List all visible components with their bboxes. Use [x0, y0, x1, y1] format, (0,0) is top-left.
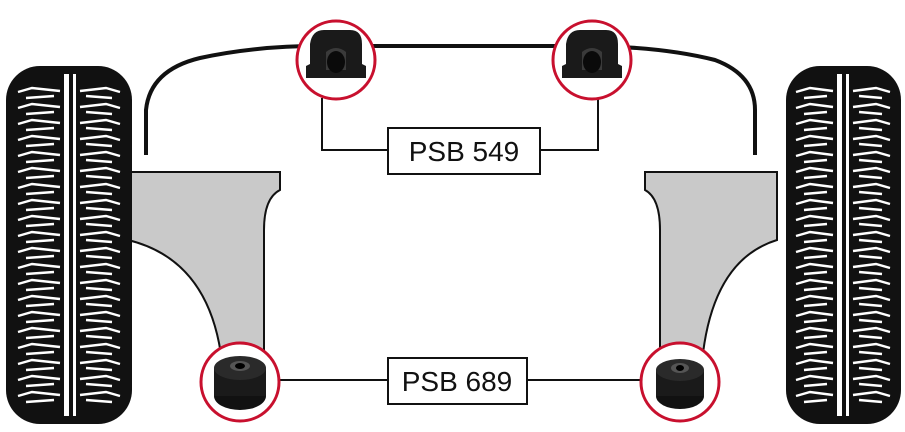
- tyre-icon: [6, 66, 132, 424]
- anti-roll-bar-bush-icon: [551, 19, 633, 101]
- label-bottom: PSB 689: [387, 357, 528, 405]
- control-arm-bush-icon: [199, 341, 281, 423]
- tyre-icon: [786, 66, 901, 424]
- control-arm-right: [644, 171, 778, 363]
- label-bottom-text: PSB 689: [402, 366, 513, 397]
- label-top: PSB 549: [387, 127, 541, 175]
- label-top-text: PSB 549: [409, 136, 520, 167]
- control-arm-bush-icon: [639, 341, 721, 423]
- connector-line-top: [321, 98, 599, 151]
- anti-roll-bar-bush-icon: [295, 19, 377, 101]
- control-arm-left: [127, 171, 281, 363]
